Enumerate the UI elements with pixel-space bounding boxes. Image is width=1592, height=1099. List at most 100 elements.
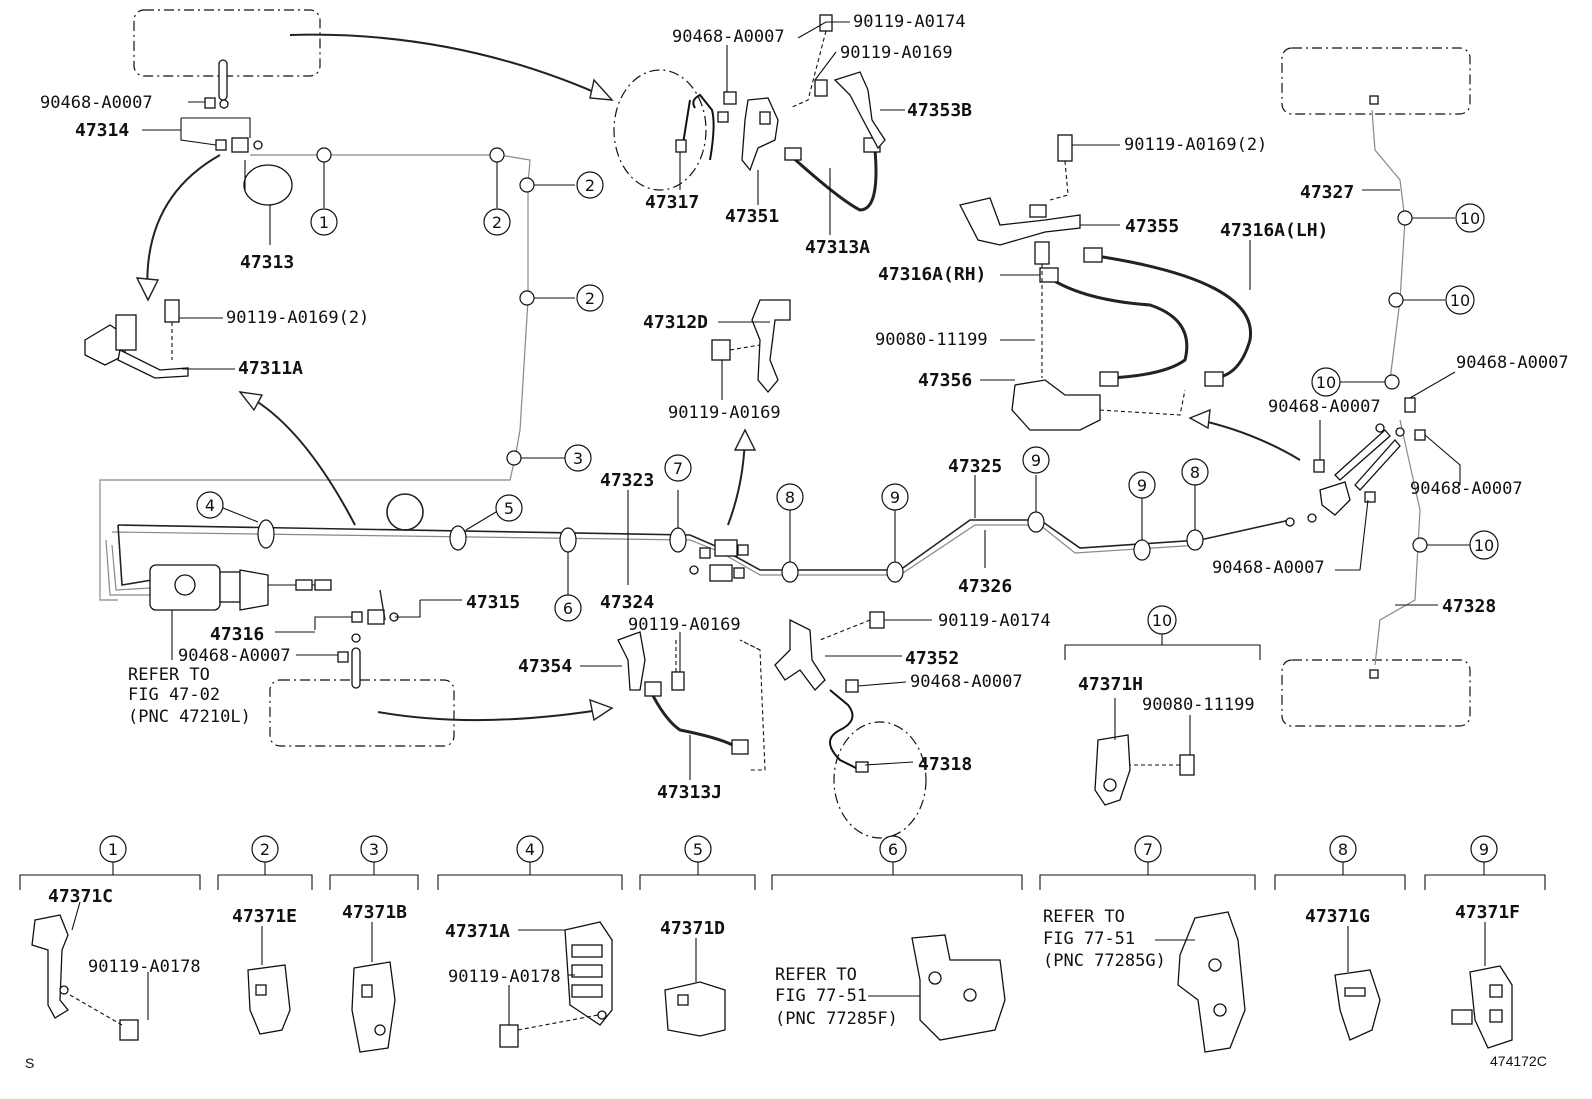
hose-47313j: [644, 639, 766, 771]
clip-key-row: 1 2 3 4 5 6 7 8 9 47371C 90119-A0178 473…: [19, 835, 1546, 1053]
arrows: [135, 33, 1301, 722]
svg-text:47371C: 47371C: [48, 886, 113, 907]
clip-47371g: [1334, 926, 1381, 1041]
svg-text:47371D: 47371D: [660, 918, 725, 939]
svg-text:90119-A0169: 90119-A0169: [840, 43, 953, 63]
svg-text:90080-11199: 90080-11199: [1142, 695, 1255, 715]
svg-text:10: 10: [1474, 536, 1494, 555]
clip-77285g: [1155, 911, 1246, 1053]
svg-text:1: 1: [319, 213, 329, 232]
svg-text:9: 9: [1137, 476, 1147, 495]
svg-text:8: 8: [1338, 840, 1348, 859]
svg-text:47318: 47318: [918, 754, 972, 775]
svg-text:FIG 47-02: FIG 47-02: [128, 685, 220, 705]
svg-text:8: 8: [1190, 463, 1200, 482]
svg-text:8: 8: [785, 488, 795, 507]
svg-text:2: 2: [492, 213, 502, 232]
key-callout-9: 9: [1470, 835, 1498, 863]
svg-text:5: 5: [504, 499, 514, 518]
fittings-right: [1285, 397, 1426, 527]
svg-text:47371B: 47371B: [342, 902, 407, 923]
key-callout-5: 5: [684, 835, 712, 863]
brake-line-47328: [1374, 419, 1421, 666]
svg-text:47356: 47356: [918, 370, 972, 391]
svg-text:47325: 47325: [948, 456, 1002, 477]
svg-text:90119-A0169(2): 90119-A0169(2): [226, 308, 369, 328]
sensor-detail-ellipse-top: [613, 69, 707, 191]
sensor-detail-ellipse-bottom: [833, 721, 927, 839]
svg-text:47371A: 47371A: [445, 921, 510, 942]
svg-text:47353B: 47353B: [907, 100, 972, 121]
svg-text:90119-A0169(2): 90119-A0169(2): [1124, 135, 1267, 155]
callout-10e: 10: [1147, 605, 1177, 635]
callout-6: 6: [554, 594, 582, 622]
svg-text:1: 1: [108, 840, 118, 859]
callout-4: 4: [196, 491, 224, 519]
key-callout-2: 2: [251, 835, 279, 863]
svg-text:FIG 77-51: FIG 77-51: [1043, 929, 1135, 949]
callout-2b: 2: [576, 171, 604, 199]
svg-text:90468-A0007: 90468-A0007: [40, 93, 153, 113]
fitting-47316: [314, 600, 421, 689]
svg-text:47311A: 47311A: [238, 358, 303, 379]
svg-text:2: 2: [585, 289, 595, 308]
svg-text:47314: 47314: [75, 120, 129, 141]
svg-text:47324: 47324: [600, 592, 654, 613]
callout-2c: 2: [576, 284, 604, 312]
svg-text:(PNC 47210L): (PNC 47210L): [128, 707, 251, 727]
svg-text:47313: 47313: [240, 252, 294, 273]
clip-47371h: [1094, 734, 1195, 806]
svg-text:10: 10: [1460, 209, 1480, 228]
callout-10a: 10: [1455, 203, 1485, 233]
bracket-47352: [774, 611, 885, 691]
key-callout-1: 1: [99, 835, 127, 863]
svg-text:6: 6: [563, 599, 573, 618]
fitting-47314: [180, 59, 263, 153]
svg-text:9: 9: [890, 488, 900, 507]
callout-8a: 8: [776, 483, 804, 511]
svg-text:47316A(RH): 47316A(RH): [878, 264, 986, 285]
bracket-47355: [959, 134, 1081, 246]
svg-text:47371F: 47371F: [1455, 902, 1520, 923]
reservoir-47313: [243, 160, 293, 240]
clip-47371d: [664, 938, 726, 1037]
svg-text:6: 6: [888, 840, 898, 859]
leader-lines: [142, 21, 1470, 780]
hose-47316a-lh: [1083, 247, 1253, 387]
upper-labels: 90468-A0007 47314 47313 90119-A0169(2) 4…: [40, 12, 1569, 803]
bracket-47311a: [84, 299, 189, 379]
svg-text:2: 2: [585, 176, 595, 195]
svg-text:47316: 47316: [210, 624, 264, 645]
callout-1: 1: [310, 208, 338, 236]
svg-text:REFER TO: REFER TO: [775, 965, 857, 985]
callout-10c: 10: [1311, 367, 1341, 397]
svg-text:47355: 47355: [1125, 216, 1179, 237]
clip-47371a: [499, 921, 613, 1048]
svg-text:47354: 47354: [518, 656, 572, 677]
svg-text:(PNC 77285F): (PNC 77285F): [775, 1009, 898, 1029]
bracket-47312d: [711, 299, 791, 394]
svg-text:90468-A0007: 90468-A0007: [1456, 353, 1569, 373]
clamp-markers: [257, 147, 1428, 583]
callout-8b: 8: [1181, 458, 1209, 486]
svg-text:2: 2: [260, 840, 270, 859]
clip-47371e: [247, 926, 291, 1035]
clip-47371c: [31, 901, 149, 1041]
key-callout-6: 6: [879, 835, 907, 863]
svg-text:90119-A0174: 90119-A0174: [853, 12, 966, 32]
brake-line-main-3: [105, 539, 150, 596]
callouts-upper: 1 2 2 2 3 4 5 6 7 8 9 9 9 8 10 10 10 10 …: [196, 171, 1499, 635]
diagram-id: 474172C: [1490, 1053, 1547, 1069]
svg-text:90119-A0169: 90119-A0169: [628, 615, 741, 635]
svg-text:9: 9: [1031, 451, 1041, 470]
bracket-47356: [1011, 241, 1186, 431]
proportioning-valve: [149, 564, 332, 660]
svg-text:3: 3: [369, 840, 379, 859]
svg-text:47326: 47326: [958, 576, 1012, 597]
svg-text:4: 4: [205, 496, 215, 515]
clip-47371f: [1451, 922, 1513, 1049]
svg-text:90468-A0007: 90468-A0007: [910, 672, 1023, 692]
svg-text:47328: 47328: [1442, 596, 1496, 617]
clip-77285f: [868, 934, 1006, 1041]
callout-7: 7: [664, 454, 692, 482]
